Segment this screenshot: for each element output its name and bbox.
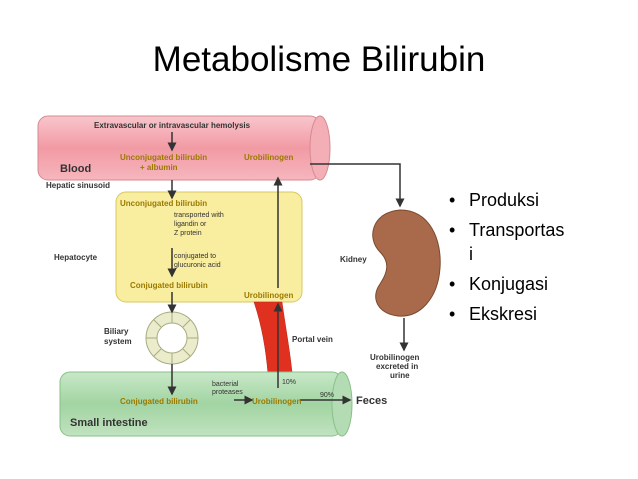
small-intestine-tube bbox=[59, 371, 353, 437]
portal-vein-label: Portal vein bbox=[292, 335, 333, 344]
biliary-label-2: system bbox=[104, 337, 132, 346]
biliary-system-icon bbox=[145, 311, 199, 365]
biliary-label-1: Biliary bbox=[104, 327, 129, 336]
bullet-text: Konjugasi bbox=[469, 274, 549, 294]
conjugated-to-label-2: glucuronic acid bbox=[174, 262, 221, 269]
unconjugated-hepatocyte-label: Unconjugated bilirubin bbox=[120, 199, 207, 208]
unconjugated-albumin-label-2: + albumin bbox=[140, 163, 178, 172]
conjugated-hepatocyte-label: Conjugated bilirubin bbox=[130, 281, 208, 290]
bullet-text: Transportas bbox=[469, 220, 565, 240]
bullet-text: Produksi bbox=[469, 190, 540, 210]
conjugated-to-label-1: conjugated to bbox=[174, 253, 216, 260]
kidney-label: Kidney bbox=[340, 255, 367, 264]
ninety-percent-label: 90% bbox=[320, 392, 334, 399]
urine-label-3: urine bbox=[390, 371, 410, 380]
bullet-item: •Konjugasi bbox=[449, 274, 549, 294]
flow-arrows bbox=[167, 132, 409, 405]
ten-percent-label: 10% bbox=[282, 379, 296, 386]
transported-label-3: Z protein bbox=[174, 230, 202, 237]
bullet-item: •Transportas bbox=[449, 220, 565, 240]
conjugated-intestine-label: Conjugated bilirubin bbox=[120, 397, 198, 406]
portal-vein bbox=[253, 301, 293, 375]
feces-label: Feces bbox=[356, 395, 387, 407]
small-intestine-label: Small intestine bbox=[70, 417, 148, 429]
urobilinogen-hepatocyte-label: Urobilinogen bbox=[244, 291, 293, 300]
slide-title: Metabolisme Bilirubin bbox=[152, 40, 486, 79]
bullet-text: Ekskresi bbox=[469, 304, 538, 324]
bullet-item: •Ekskresi bbox=[449, 304, 538, 324]
blood-vessel bbox=[37, 115, 331, 181]
urine-label-2: excreted in bbox=[376, 362, 418, 371]
urine-label-1: Urobilinogen bbox=[370, 353, 419, 362]
hepatic-sinusoid-label: Hepatic sinusoid bbox=[46, 181, 110, 190]
hepatocyte-label: Hepatocyte bbox=[54, 253, 98, 262]
bullet-item: •Produksi bbox=[449, 190, 540, 210]
blood-label: Blood bbox=[60, 163, 91, 175]
bullet-item-continuation: i bbox=[447, 242, 627, 266]
transported-label-1: transported with bbox=[174, 212, 224, 219]
bacterial-label-2: proteases bbox=[212, 389, 243, 396]
hemolysis-label: Extravascular or intravascular hemolysis bbox=[94, 121, 251, 130]
bullet-list: •Produksi •Transportas i •Konjugasi •Eks… bbox=[447, 188, 627, 332]
kidney-icon bbox=[372, 209, 441, 317]
unconjugated-albumin-label-1: Unconjugated bilirubin bbox=[120, 153, 207, 162]
urobilinogen-intestine-label: Urobilinogen bbox=[252, 397, 301, 406]
transported-label-2: ligandin or bbox=[174, 221, 207, 228]
urobilinogen-blood-label: Urobilinogen bbox=[244, 153, 293, 162]
bacterial-label-1: bacterial bbox=[212, 381, 239, 388]
hepatocyte-box bbox=[115, 191, 303, 303]
bullet-text: i bbox=[469, 244, 473, 264]
